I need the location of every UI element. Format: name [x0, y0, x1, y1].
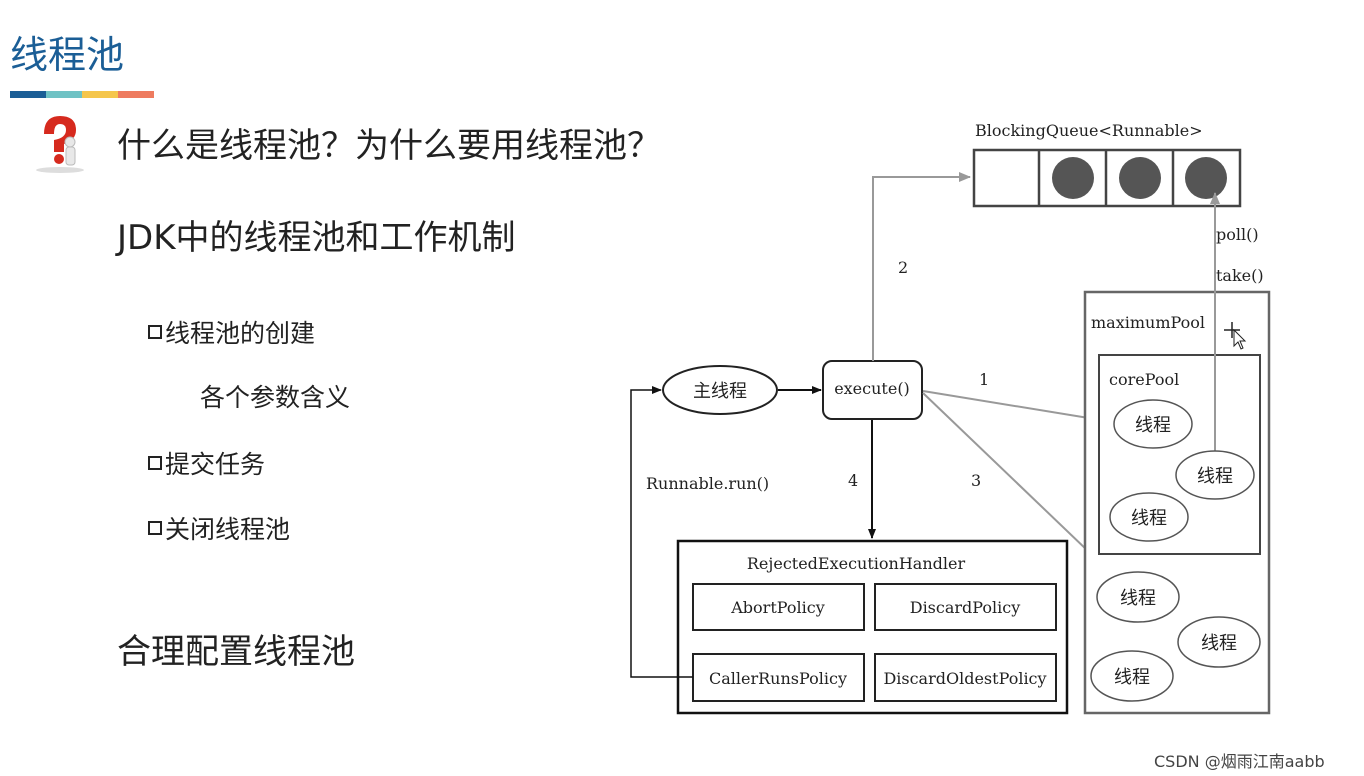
svg-text:DiscardPolicy: DiscardPolicy [910, 598, 1021, 617]
take-label: take() [1216, 266, 1264, 285]
svg-text:CallerRunsPolicy: CallerRunsPolicy [709, 669, 847, 688]
list-item: 线程池的创建 [148, 314, 315, 350]
svg-text:4: 4 [848, 471, 858, 490]
square-bullet-icon [148, 521, 162, 535]
watermark: CSDN @烟雨江南aabb [1154, 752, 1325, 771]
svg-text:AbortPolicy: AbortPolicy [730, 598, 825, 617]
non-core-thread [1096, 571, 1180, 623]
list-item: 关闭线程池 [148, 510, 290, 546]
run-label: Runnable.run() [646, 474, 769, 493]
main-thread-label: 主线程 [693, 381, 747, 402]
discard-policy [874, 583, 1057, 631]
abort-policy [692, 583, 865, 631]
non-core-thread [1177, 616, 1261, 668]
question-heading: 什么是线程池？为什么要用线程池？ [117, 126, 661, 166]
svg-text:DiscardOldestPolicy: DiscardOldestPolicy [883, 669, 1046, 688]
non-core-thread [1090, 650, 1174, 702]
queued-task [1185, 157, 1227, 199]
core-thread [1175, 450, 1255, 500]
square-bullet-icon [148, 325, 162, 339]
execute-label: execute() [834, 379, 910, 398]
svg-text:线程: 线程 [1114, 667, 1150, 688]
queued-task [1052, 157, 1094, 199]
svg-text:线程: 线程 [1131, 508, 1167, 529]
core-pool-label: corePool [1109, 370, 1179, 389]
svg-text:线程: 线程 [1120, 588, 1156, 609]
poll-label: poll() [1216, 225, 1259, 244]
svg-text:线程: 线程 [1197, 466, 1233, 487]
discard-oldest-policy [874, 653, 1057, 702]
handler-label: RejectedExecutionHandler [747, 554, 966, 573]
svg-text:3: 3 [971, 471, 981, 490]
square-bullet-icon [148, 456, 162, 470]
config-heading: 合理配置线程池 [117, 632, 355, 672]
svg-text:1: 1 [979, 370, 989, 389]
caller-runs-policy [692, 653, 865, 702]
title-accent-bar [10, 91, 154, 98]
maximum-pool-label: maximumPool [1091, 313, 1205, 332]
queue-label: BlockingQueue<Runnable> [975, 121, 1203, 140]
cursor-icon [1224, 322, 1247, 350]
queued-task [1119, 157, 1161, 199]
svg-text:线程: 线程 [1201, 633, 1237, 654]
jdk-heading: JDK中的线程池和工作机制 [117, 218, 516, 258]
svg-text:2: 2 [898, 258, 908, 277]
list-item: 提交任务 [148, 445, 265, 481]
svg-text:线程: 线程 [1135, 415, 1171, 436]
main-thread-node [662, 365, 778, 415]
core-thread [1109, 492, 1189, 542]
question-mark-person-icon [36, 116, 84, 173]
page-title: 线程池 [10, 33, 125, 77]
core-thread [1113, 399, 1193, 449]
list-subitem: 各个参数含义 [200, 383, 351, 412]
